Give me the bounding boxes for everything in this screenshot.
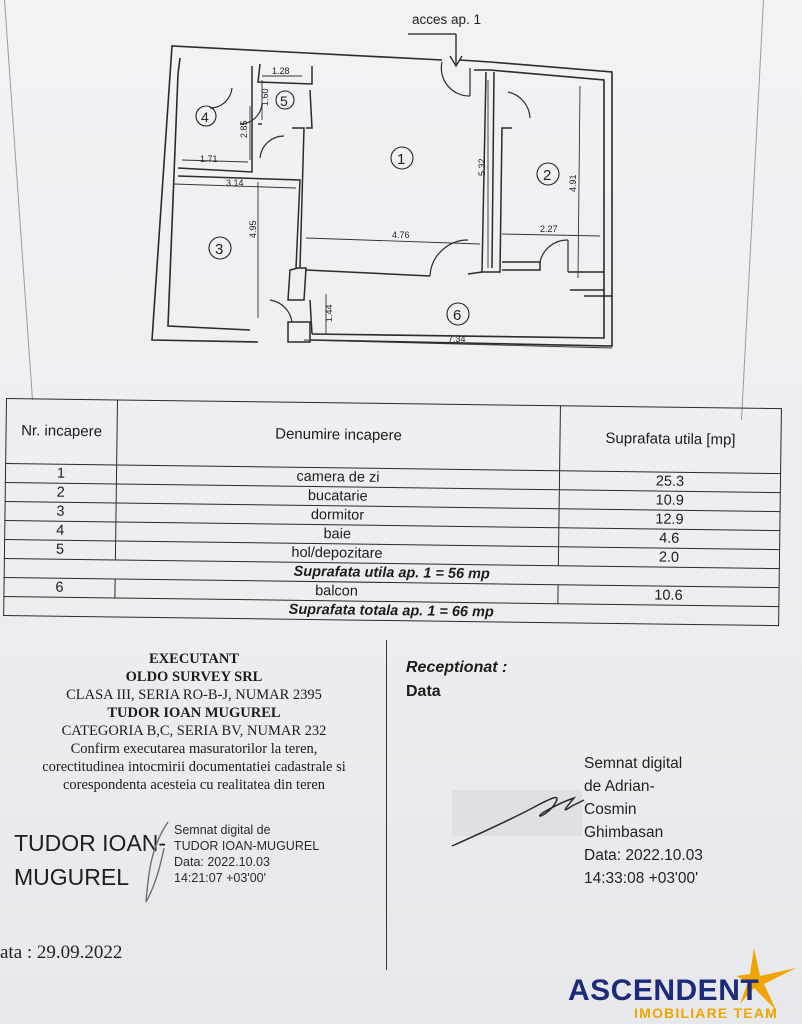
ascendent-logo: ASCENDENT IMOBILIARE TEAM <box>568 948 802 1024</box>
room-number-5: 5 <box>280 93 288 109</box>
header-room-number: Nr. incapere <box>5 398 118 465</box>
room-number-2: 2 <box>543 167 551 184</box>
signature-info-line: Data: 2022.10.03 <box>584 847 703 864</box>
room-number-3: 3 <box>215 241 223 258</box>
signature-right-stroke <box>451 790 585 847</box>
signature-info-line: Semnat digital <box>584 755 683 772</box>
room-nr: 2 <box>5 482 117 503</box>
door-swings <box>209 61 569 323</box>
receptionat-date-label: Data <box>406 683 441 700</box>
floor-plan: acces ap. 1 1 2 3 4 5 6 1.28 1.60 2.85 1… <box>151 12 613 349</box>
signature-left-stroke <box>145 821 169 903</box>
dimension-lines <box>173 75 613 349</box>
signature-info-line: Cosmin <box>584 801 637 818</box>
signer-left-name-line: MUGUREL <box>14 864 130 890</box>
signature-info-line: TUDOR IOAN-MUGUREL <box>174 839 320 853</box>
signer-right-digital-info: Semnat digital de Adrian- Cosmin Ghimbas… <box>584 752 703 890</box>
outer-walls <box>151 45 613 347</box>
signature-info-line: Semnat digital de <box>174 823 271 837</box>
rooms-table: Nr. incapere Denumire incapere Suprafata… <box>3 398 782 626</box>
executant-class: CLASA III, SERIA RO-B-J, NUMAR 2395 <box>66 687 322 703</box>
table-header-row: Nr. incapere Denumire incapere Suprafata… <box>5 398 782 474</box>
logo-tagline: IMOBILIARE TEAM <box>634 1005 778 1021</box>
dim-2-27: 2.27 <box>540 224 558 234</box>
dim-4-76: 4.76 <box>392 230 410 240</box>
signer-left-name-line: TUDOR IOAN- <box>14 830 167 856</box>
room-nr: 1 <box>5 463 117 484</box>
document-date: ata : 29.09.2022 <box>0 942 123 963</box>
signature-info-line: Ghimbasan <box>584 824 664 841</box>
dim-1-71: 1.71 <box>200 154 218 164</box>
dim-1-60: 1.60 <box>260 88 270 106</box>
statement-line: corespondenta acesteia cu realitatea din… <box>62 777 326 793</box>
statement-line: Confirm executarea masuratorilor la tere… <box>70 741 318 757</box>
room-number-1: 1 <box>397 151 405 168</box>
signature-info-line: 14:33:08 +03'00' <box>584 870 699 887</box>
executant-person: TUDOR IOAN MUGUREL <box>107 705 281 721</box>
dim-1-44: 1.44 <box>324 304 334 322</box>
room-number-4: 4 <box>201 109 209 125</box>
receptionat-label: Receptionat : <box>406 659 508 676</box>
executant-company: OLDO SURVEY SRL <box>125 669 263 685</box>
room-nr: 3 <box>4 501 117 522</box>
room-nr: 4 <box>4 520 116 541</box>
dim-2-85: 2.85 <box>239 120 249 138</box>
dim-5-32: 5.32 <box>477 158 487 176</box>
signature-info-line: 14:21:07 +03'00' <box>174 871 267 885</box>
room-nr: 6 <box>3 577 116 598</box>
star-icon <box>736 948 796 1010</box>
executant-block: EXECUTANT OLDO SURVEY SRL CLASA III, SER… <box>0 650 388 794</box>
logo-brand: ASCENDENT <box>568 974 760 1007</box>
entrance-arrow-icon <box>408 33 463 68</box>
statement-line: corectitudinea intocmirii documentatiei … <box>42 759 346 775</box>
dim-4-91: 4.91 <box>568 174 578 192</box>
receptionat-block: Receptionat : Data <box>406 656 507 704</box>
room-circles <box>195 90 560 326</box>
signature-info-line: de Adrian- <box>584 778 655 795</box>
executant-heading: EXECUTANT <box>149 651 239 667</box>
inner-walls <box>177 63 604 343</box>
dim-7-34: 7.34 <box>448 334 466 344</box>
header-usable-area: Suprafata utila [mp] <box>559 405 782 474</box>
header-room-name: Denumire incapere <box>116 399 561 471</box>
room-number-6: 6 <box>453 307 461 324</box>
dim-3-14: 3.14 <box>226 178 244 188</box>
signer-left-name: TUDOR IOAN- MUGUREL <box>14 826 166 894</box>
signature-divider <box>386 640 387 970</box>
room-nr: 5 <box>4 539 116 560</box>
dim-1-28: 1.28 <box>272 66 290 76</box>
signer-left-digital-info: Semnat digital de TUDOR IOAN-MUGUREL Dat… <box>174 822 319 886</box>
entrance-label: acces ap. 1 <box>412 12 481 27</box>
dim-4-95: 4.95 <box>248 220 258 238</box>
signature-info-line: Data: 2022.10.03 <box>174 855 270 869</box>
executant-category: CATEGORIA B,C, SERIA BV, NUMAR 232 <box>61 723 327 739</box>
